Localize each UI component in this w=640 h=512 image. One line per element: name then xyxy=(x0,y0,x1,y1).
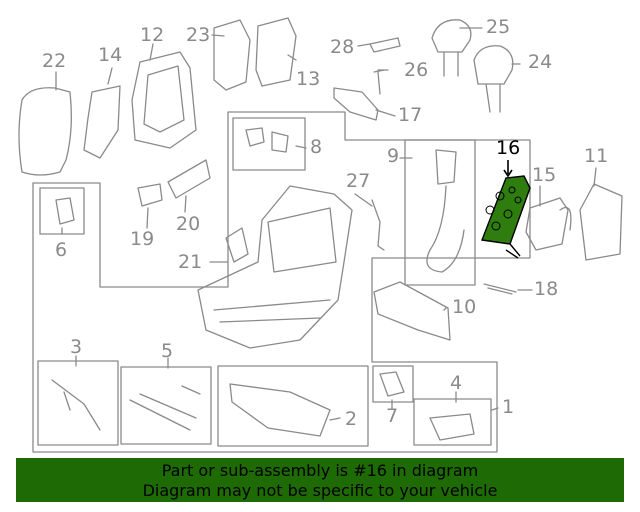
callout-11: 11 xyxy=(584,145,609,167)
callout-26: 26 xyxy=(404,59,429,81)
callout-8: 8 xyxy=(310,136,323,158)
box-5 xyxy=(120,366,212,445)
callout-27: 27 xyxy=(346,170,371,192)
part-22 xyxy=(18,87,72,176)
callout-28: 28 xyxy=(330,36,355,58)
banner-line-1: Part or sub-assembly is #16 in diagram xyxy=(161,461,479,480)
part-7 xyxy=(379,371,405,397)
part-5 xyxy=(129,385,201,431)
box-9 xyxy=(404,139,476,286)
part-26 xyxy=(373,69,385,95)
part-27 xyxy=(371,199,385,251)
callout-4: 4 xyxy=(450,372,463,394)
box-2 xyxy=(217,365,369,447)
callout-23: 23 xyxy=(186,24,211,46)
box-1 xyxy=(413,398,492,446)
part-16-highlighted[interactable] xyxy=(481,160,531,259)
part-20 xyxy=(167,159,211,199)
callout-2: 2 xyxy=(345,408,358,430)
part-17 xyxy=(333,87,379,121)
callout-15: 15 xyxy=(532,164,557,186)
part-9 xyxy=(426,149,465,273)
part-15 xyxy=(525,197,569,251)
callout-7: 7 xyxy=(386,405,399,427)
box-6 xyxy=(39,187,85,235)
part-18 xyxy=(483,283,517,295)
callout-12: 12 xyxy=(140,24,165,46)
callout-17: 17 xyxy=(398,104,423,126)
info-banner: Part or sub-assembly is #16 in diagram D… xyxy=(16,458,624,502)
callout-13: 13 xyxy=(296,68,321,90)
part-2 xyxy=(229,383,331,437)
callout-6: 6 xyxy=(55,239,68,261)
part-23 xyxy=(213,19,251,91)
callout-20: 20 xyxy=(176,213,201,235)
part-8 xyxy=(245,127,289,153)
seat-frame xyxy=(197,185,353,349)
callout-14: 14 xyxy=(98,44,123,66)
assembly-outline xyxy=(32,111,531,453)
part-13 xyxy=(255,17,297,87)
banner-line-2: Diagram may not be specific to your vehi… xyxy=(142,481,498,500)
callout-22: 22 xyxy=(42,50,67,72)
part-24 xyxy=(473,45,514,85)
part-11 xyxy=(579,183,623,261)
part-19 xyxy=(137,183,163,207)
part-4 xyxy=(429,413,475,441)
callout-19: 19 xyxy=(130,228,155,250)
part-3 xyxy=(51,379,101,431)
part-25 xyxy=(431,19,472,53)
box-7 xyxy=(372,365,414,403)
part-6 xyxy=(55,197,75,225)
callout-18: 18 xyxy=(534,278,559,300)
box-8 xyxy=(232,117,306,171)
callout-24: 24 xyxy=(528,51,553,73)
part-10 xyxy=(373,281,451,341)
callout-16[interactable]: 16 xyxy=(496,137,521,159)
callout-25: 25 xyxy=(486,16,511,38)
part-21 xyxy=(225,227,249,263)
callout-3: 3 xyxy=(70,336,83,358)
callout-21: 21 xyxy=(178,251,203,273)
callout-5: 5 xyxy=(161,340,174,362)
part-14 xyxy=(83,85,121,159)
callout-1: 1 xyxy=(502,396,515,418)
box-3 xyxy=(37,360,119,446)
part-28 xyxy=(369,37,401,53)
callout-10: 10 xyxy=(452,296,477,318)
part-12 xyxy=(131,51,197,149)
callout-9: 9 xyxy=(387,145,400,167)
